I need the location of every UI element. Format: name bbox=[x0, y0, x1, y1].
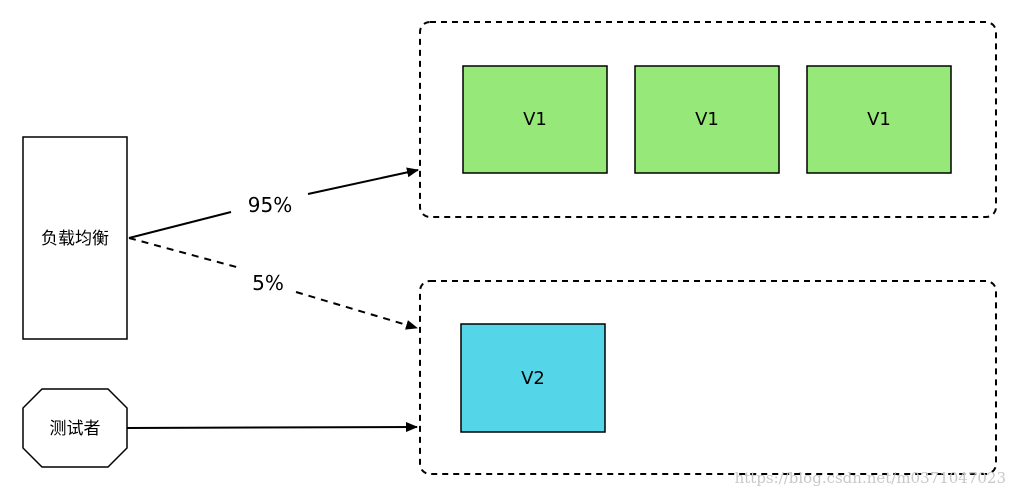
v1-instance[interactable]: V1 bbox=[462, 65, 608, 174]
load-balancer-label: 负载均衡 bbox=[41, 229, 109, 249]
edge-tester-to-v2 bbox=[126, 422, 418, 433]
v2-instance[interactable]: V2 bbox=[460, 323, 606, 433]
watermark-text: https://blog.csdn.net/m0371047023 bbox=[735, 469, 1006, 487]
load-balancer-node[interactable]: 负载均衡 bbox=[22, 136, 128, 340]
edge-lb-to-v2-arrow bbox=[295, 291, 418, 330]
v1-instance-label: V1 bbox=[867, 109, 891, 130]
v2-instance-label: V2 bbox=[521, 368, 545, 389]
v1-instance[interactable]: V1 bbox=[806, 65, 952, 174]
edge-lb-to-v2 bbox=[128, 237, 241, 269]
edge-lb-to-v1-arrow bbox=[307, 167, 419, 195]
tester-node[interactable]: 测试者 bbox=[22, 388, 128, 468]
edge-lb-to-v2-label: 5% bbox=[252, 271, 284, 295]
edge-lb-to-v1 bbox=[128, 211, 232, 239]
v1-instance-label: V1 bbox=[523, 109, 547, 130]
tester-label: 测试者 bbox=[50, 419, 101, 439]
v2-group-container bbox=[419, 280, 997, 475]
v1-instance[interactable]: V1 bbox=[634, 65, 780, 174]
v1-instance-label: V1 bbox=[695, 109, 719, 130]
edge-lb-to-v1-label: 95% bbox=[248, 193, 292, 217]
v1-group-container bbox=[419, 21, 997, 218]
